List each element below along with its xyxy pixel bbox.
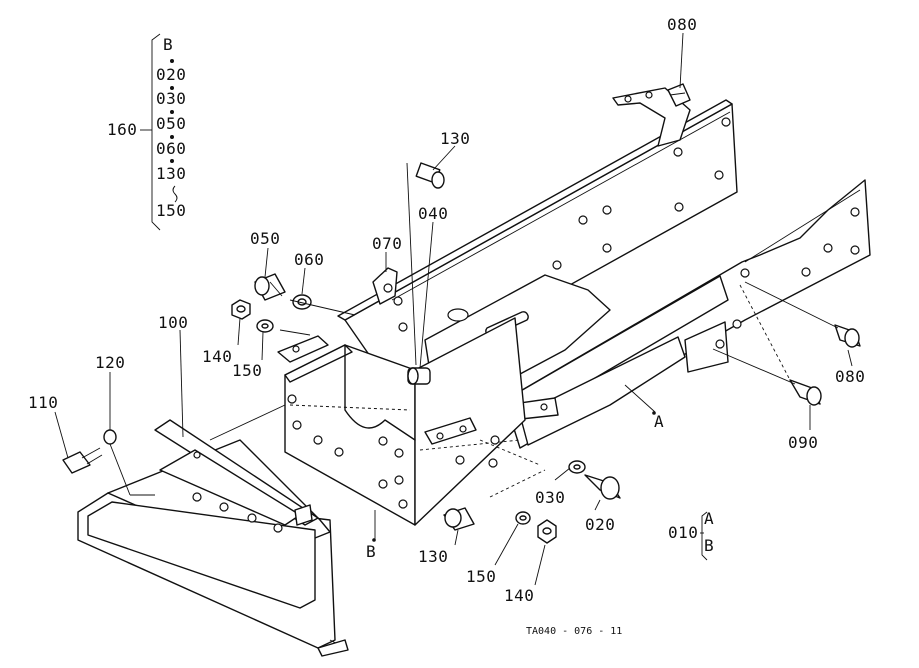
callout-labels: 080 130 040 070 050 060 100 140 150 120 … [28, 15, 865, 605]
assembly-group-label: 010 [668, 523, 698, 542]
callout-090: 090 [788, 433, 818, 452]
callout-100: 100 [158, 313, 188, 332]
bolt-130-top [415, 162, 445, 189]
callout-120: 120 [95, 353, 125, 372]
callout-080-right: 080 [835, 367, 865, 386]
callout-080-top: 080 [667, 15, 697, 34]
set-item-130: 130 [156, 164, 186, 183]
washer-150-left [256, 319, 274, 333]
callout-140-bottom: 140 [504, 586, 534, 605]
washer-060 [292, 294, 312, 310]
callout-b-ref: B [366, 542, 376, 561]
set-item-150: 150 [156, 201, 186, 220]
nut-140-left [231, 299, 251, 320]
bolt-050 [254, 273, 286, 301]
callout-050: 050 [250, 229, 280, 248]
leader-lines [54, 32, 853, 586]
set-item-050: 050 [156, 114, 186, 133]
bolt-080-top [667, 83, 691, 107]
washer-120 [103, 429, 117, 445]
bolt-020 [584, 474, 621, 500]
callout-020: 020 [585, 515, 615, 534]
assembly-item-b: B [704, 536, 714, 555]
callout-040: 040 [418, 204, 448, 223]
set-group-index: B 020 030 050 060 130 150 160 [107, 33, 186, 231]
callout-130-top: 130 [440, 129, 470, 148]
bolt-090 [789, 379, 822, 406]
callout-140-left: 140 [202, 347, 232, 366]
washer-030 [568, 460, 586, 474]
set-group-label: 160 [107, 120, 137, 139]
bolt-130-bottom [443, 507, 475, 531]
set-item-030: 030 [156, 89, 186, 108]
step-box [77, 419, 349, 657]
assembly-group-index: 010 A B [668, 509, 714, 561]
bolt-080-right [834, 324, 861, 348]
callout-110: 110 [28, 393, 58, 412]
callout-030: 030 [535, 488, 565, 507]
spacer-040 [407, 367, 431, 385]
washer-150-bottom [515, 511, 531, 525]
set-item-b: B [163, 35, 173, 54]
nut-140-bottom [537, 519, 557, 544]
bracket-070 [372, 267, 398, 305]
drawing-number: TA040 - 076 - 11 [526, 626, 622, 637]
callout-130-bottom: 130 [418, 547, 448, 566]
assembly-item-a: A [704, 509, 714, 528]
set-item-060: 060 [156, 139, 186, 158]
callout-150-bottom: 150 [466, 567, 496, 586]
bolt-110 [62, 447, 103, 474]
callout-070: 070 [372, 234, 402, 253]
frame-rail-left [337, 87, 738, 386]
callout-150-left: 150 [232, 361, 262, 380]
front-housing [277, 317, 526, 526]
callout-060: 060 [294, 250, 324, 269]
callout-a-ref: A [654, 412, 664, 431]
set-item-020: 020 [156, 65, 186, 84]
